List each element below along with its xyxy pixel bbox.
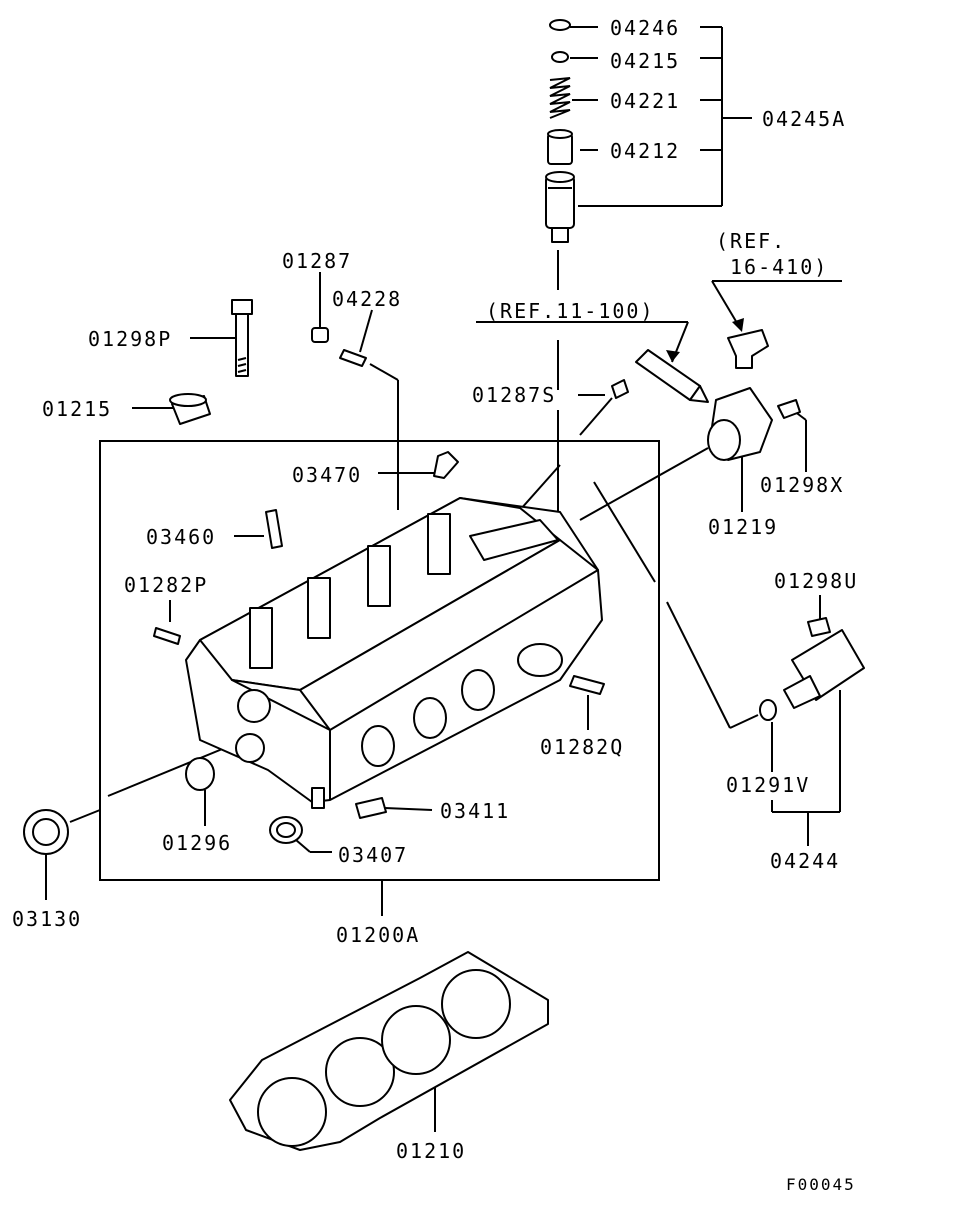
label-ref-16-410-line1: (REF.	[716, 229, 786, 253]
head-gasket-part	[229, 951, 549, 1151]
callout-labels: 04246 04215 04221 04212 04245A (REF. 16-…	[12, 16, 858, 1194]
injector-parts	[545, 19, 575, 243]
washer-part	[551, 51, 569, 63]
spring-part	[549, 77, 571, 119]
label-01298P: 01298P	[88, 327, 172, 351]
leader-lines	[45, 26, 842, 1132]
sealant-tube-part	[635, 349, 709, 403]
label-04245A: 04245A	[762, 107, 846, 131]
label-04215: 04215	[610, 49, 680, 73]
label-ref-11-100: (REF.11-100)	[486, 299, 655, 323]
label-01287S: 01287S	[472, 383, 556, 407]
dowel-pins	[265, 451, 459, 549]
label-ref-16-410-line2: 16-410)	[730, 255, 828, 279]
cap-plug-part	[169, 393, 211, 425]
label-01296: 01296	[162, 831, 232, 855]
label-01210: 01210	[396, 1139, 466, 1163]
label-04244: 04244	[770, 849, 840, 873]
sleeve-part	[547, 129, 573, 165]
label-01291V: 01291V	[726, 773, 810, 797]
figure-code: F00045	[786, 1175, 856, 1194]
label-03411: 03411	[440, 799, 510, 823]
oil-control-valve-part	[759, 617, 865, 721]
head-bolt-part	[231, 299, 253, 377]
label-01200A: 01200A	[336, 923, 420, 947]
clip-ring-part	[549, 19, 571, 31]
label-04228: 04228	[332, 287, 402, 311]
cylinder-head-part	[185, 497, 603, 809]
label-03130: 03130	[12, 907, 82, 931]
injector-body-part	[545, 171, 575, 243]
label-04212: 04212	[610, 139, 680, 163]
label-04246: 04246	[610, 16, 680, 40]
label-01282P: 01282P	[124, 573, 208, 597]
label-01219: 01219	[708, 515, 778, 539]
label-01282Q: 01282Q	[540, 735, 624, 759]
cylinder-head-assembly-box	[99, 440, 660, 881]
small-plugs	[311, 327, 629, 399]
label-01215: 01215	[42, 397, 112, 421]
label-04221: 04221	[610, 89, 680, 113]
label-01287: 01287	[282, 249, 352, 273]
cam-sensor-part	[707, 329, 801, 461]
label-01298U: 01298U	[774, 569, 858, 593]
label-03470: 03470	[292, 463, 362, 487]
label-01298X: 01298X	[760, 473, 844, 497]
seals-and-plugs	[23, 757, 387, 855]
label-03460: 03460	[146, 525, 216, 549]
stud-bolts	[153, 627, 605, 695]
label-03407: 03407	[338, 843, 408, 867]
